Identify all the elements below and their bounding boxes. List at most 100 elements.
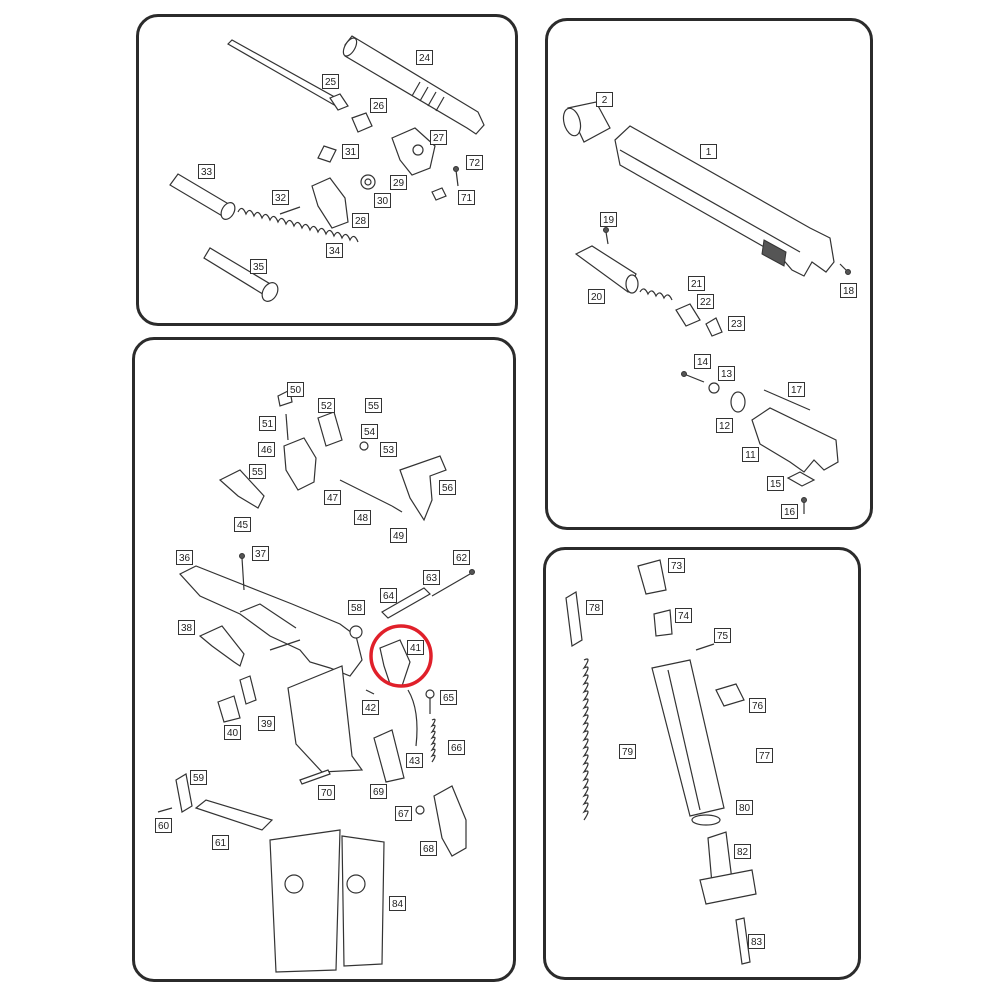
part-label-16: 16 (781, 504, 798, 519)
part-label-13: 13 (718, 366, 735, 381)
part-label-77: 77 (756, 748, 773, 763)
part-label-84: 84 (389, 896, 406, 911)
part-blowback-unit (751, 407, 839, 473)
part-label-50: 50 (287, 382, 304, 397)
part-rod-78 (565, 591, 583, 647)
part-label-29: 29 (390, 175, 407, 190)
part-trigger-parts-39-40 (217, 675, 257, 723)
part-label-27: 27 (430, 130, 447, 145)
part-label-74: 74 (675, 608, 692, 623)
part-sear-housing-46 (283, 437, 317, 491)
part-slide (614, 125, 835, 277)
part-label-11: 11 (742, 447, 759, 462)
part-label-75: 75 (714, 628, 731, 643)
part-label-63: 63 (423, 570, 440, 585)
part-label-17: 17 (788, 382, 805, 397)
part-label-22: 22 (697, 294, 714, 309)
part-label-59: 59 (190, 770, 207, 785)
part-label-54: 54 (361, 424, 378, 439)
part-piston-head (675, 303, 701, 327)
part-label-35: 35 (250, 259, 267, 274)
part-label-32: 32 (272, 190, 289, 205)
part-label-20: 20 (588, 289, 605, 304)
part-label-82: 82 (734, 844, 751, 859)
part-label-2: 2 (596, 92, 613, 107)
part-label-76: 76 (749, 698, 766, 713)
part-base-82 (699, 831, 757, 905)
part-label-78: 78 (586, 600, 603, 615)
part-label-56: 56 (439, 480, 456, 495)
part-label-19: 19 (600, 212, 617, 227)
part-nozzle-wheel-12 (730, 391, 746, 413)
part-label-70: 70 (318, 785, 335, 800)
part-label-49: 49 (390, 528, 407, 543)
part-nub-71 (431, 187, 447, 201)
part-label-43: 43 (406, 753, 423, 768)
part-pin-70 (299, 769, 331, 785)
part-label-42: 42 (362, 700, 379, 715)
part-label-26: 26 (370, 98, 387, 113)
part-lever-64 (381, 587, 431, 619)
part-housing-68 (433, 785, 467, 857)
part-magazine-spring-79 (582, 658, 589, 821)
part-label-71: 71 (458, 190, 475, 205)
part-pin-14 (681, 371, 705, 383)
part-label-40: 40 (224, 725, 241, 740)
part-label-24: 24 (416, 50, 433, 65)
part-label-47: 47 (324, 490, 341, 505)
highlight-circle (369, 624, 433, 688)
part-label-58: 58 (348, 600, 365, 615)
part-label-69: 69 (370, 784, 387, 799)
part-label-62: 62 (453, 550, 470, 565)
part-label-14: 14 (694, 354, 711, 369)
part-label-46: 46 (258, 442, 275, 457)
part-label-48: 48 (354, 510, 371, 525)
part-label-18: 18 (840, 283, 857, 298)
part-oring-80 (691, 814, 721, 826)
part-label-60: 60 (155, 818, 172, 833)
part-label-79: 79 (619, 744, 636, 759)
part-label-21: 21 (688, 276, 705, 291)
part-label-53: 53 (380, 442, 397, 457)
part-label-23: 23 (728, 316, 745, 331)
part-label-52: 52 (318, 398, 335, 413)
part-label-37: 37 (252, 546, 269, 561)
part-barrel (342, 35, 485, 135)
part-screw-16 (801, 497, 807, 514)
part-spring-43 (407, 689, 418, 747)
part-rod-17 (763, 389, 811, 411)
part-label-36: 36 (176, 550, 193, 565)
part-label-73: 73 (668, 558, 685, 573)
part-piston-spring (639, 288, 673, 301)
part-label-39: 39 (258, 716, 275, 731)
part-link-block (279, 177, 349, 229)
part-screw-72 (453, 166, 459, 187)
part-barrel-rod (227, 39, 349, 111)
part-grips-84 (269, 829, 385, 973)
part-label-1: 1 (700, 144, 717, 159)
part-screw-83 (735, 917, 751, 965)
part-grip-safety-56 (399, 455, 447, 522)
part-spring-48 (339, 479, 403, 513)
part-label-34: 34 (326, 243, 343, 258)
part-hop-up-chamber (391, 127, 436, 176)
part-valve-76 (715, 683, 745, 707)
part-small-clip (317, 145, 337, 163)
part-slide-stop-38 (198, 625, 245, 667)
part-label-67: 67 (395, 806, 412, 821)
part-screw-65 (425, 689, 435, 714)
part-recoil-spring (237, 207, 359, 243)
part-muzzle-cap (562, 101, 611, 143)
part-label-41: 41 (407, 640, 424, 655)
part-magazine-body-77 (651, 659, 725, 817)
part-plate-15 (786, 471, 816, 487)
part-spring-66 (430, 718, 436, 763)
part-mainspring-housing-69 (373, 729, 405, 783)
part-label-80: 80 (736, 800, 753, 815)
part-screw-18 (839, 263, 851, 275)
part-screw-19 (603, 227, 609, 245)
part-label-31: 31 (342, 144, 359, 159)
part-pin-75 (695, 643, 715, 651)
